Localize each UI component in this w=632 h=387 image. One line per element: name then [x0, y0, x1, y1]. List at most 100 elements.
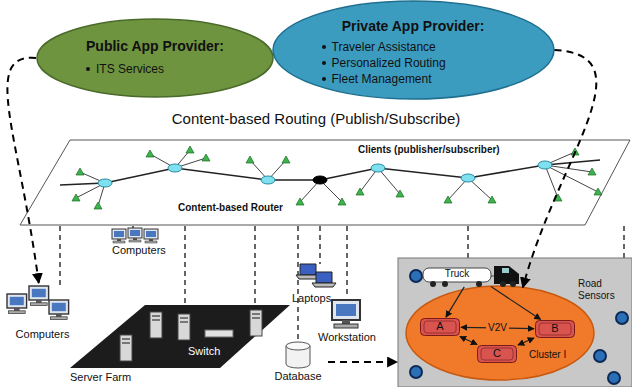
router-node [313, 176, 327, 184]
text-holder: C [477, 347, 517, 360]
routing-plane-outline [0, 110, 632, 230]
vehicle-area: Road SensorsCluster I A B C Truck [398, 258, 632, 387]
client-triangle [146, 150, 154, 157]
node-label: Private App Provider: [272, 18, 555, 35]
truck: Truck [423, 262, 521, 286]
node-text: Content-based Router [176, 202, 285, 214]
area-box [398, 258, 632, 387]
router-node [168, 164, 182, 172]
text-holder: Workstation [318, 331, 376, 344]
provider-ellipse-outline [36, 18, 274, 98]
monitor [49, 300, 69, 320]
car-box: B [535, 320, 575, 338]
text-holder: A [420, 320, 460, 333]
text-holder: ITS Services [86, 62, 164, 76]
client-triangle [488, 196, 496, 203]
bullet-item: Fleet Management [332, 72, 432, 86]
client-triangle [202, 154, 210, 161]
node-label: B [535, 322, 575, 335]
client-triangle [282, 156, 290, 163]
bullet-dot [86, 67, 90, 71]
node-label: Truck [423, 268, 491, 280]
text-holder: Computers [112, 244, 166, 257]
node-label: Cluster I [529, 349, 566, 361]
switch-device [205, 330, 233, 337]
device-label: Computers [112, 244, 166, 257]
truck-hitch [491, 276, 494, 277]
road-sensor [594, 350, 606, 362]
router-node [98, 179, 112, 187]
client-triangle [94, 202, 102, 209]
road-sensor [410, 270, 422, 282]
plane-outline [20, 140, 630, 225]
text-holder: Cluster I [529, 349, 566, 361]
text-holder: B [535, 322, 575, 335]
database-top [286, 342, 310, 350]
client-triangle [76, 168, 84, 175]
road-sensor [616, 312, 628, 324]
provider-ellipse: Private App Provider: Traveler Assistance… [272, 0, 555, 100]
text-holder: Content-based Routing (Publish/Subscribe… [0, 110, 632, 128]
client-triangle [296, 198, 304, 205]
truck-wheel [442, 281, 448, 287]
router-node [461, 174, 475, 182]
text-holder: Personalized Routing [322, 56, 446, 70]
monitor [7, 294, 27, 314]
truck-wheel [476, 281, 482, 287]
bullet-dot [322, 45, 326, 49]
workstation [332, 300, 360, 328]
client-link [545, 165, 598, 192]
laptop [312, 272, 336, 287]
device-label: Workstation [318, 331, 376, 344]
text-holder: Clients (publisher/subscriber) [356, 144, 502, 156]
router-link [60, 160, 600, 185]
car-body [536, 321, 575, 338]
monitor [112, 229, 126, 243]
truck-window [502, 268, 509, 273]
bullet-dot [322, 61, 326, 65]
client-triangle [588, 168, 596, 175]
road-sensor [608, 372, 620, 384]
truck-cab [494, 266, 519, 284]
client-triangle [444, 196, 452, 203]
monitor [144, 229, 158, 243]
text-holder: Fleet Management [322, 72, 432, 86]
truck-wheel [510, 281, 516, 287]
text-holder: Computers [5, 328, 80, 341]
client-triangle [186, 146, 194, 153]
ellipse-shape [406, 286, 594, 380]
server-tower [178, 314, 190, 340]
device-label: Switch [188, 345, 220, 358]
car-box: C [477, 345, 517, 363]
text-holder: Truck [423, 268, 491, 280]
node-label: Road Sensors [578, 278, 624, 302]
car-body [478, 346, 517, 363]
database-node: Database [268, 340, 328, 384]
text-holder: Traveler Assistance [322, 40, 436, 54]
server-platform [70, 305, 290, 368]
ellipse-shape [273, 1, 554, 99]
truck-outline [423, 262, 521, 286]
client-triangle [554, 194, 562, 201]
bullet-dot [322, 77, 326, 81]
node-label: Computers [5, 328, 80, 341]
text-holder: Content-based Router [176, 202, 285, 214]
routing-plane: Content-based Routing (Publish/Subscribe… [0, 110, 632, 230]
car-box: A [420, 318, 460, 336]
text-holder: Public App Provider: [36, 38, 274, 55]
road-sensor [410, 366, 422, 378]
bullet-item: Personalized Routing [332, 56, 446, 70]
node-label: Public App Provider: [36, 38, 274, 55]
dashed-arrow [7, 58, 38, 283]
edge-label: V2V [486, 322, 509, 334]
device-label: Laptops [292, 292, 331, 305]
router-node [261, 176, 275, 184]
monitor [29, 286, 49, 306]
router-node [371, 164, 385, 172]
text-holder: Database [268, 370, 328, 383]
device-label: Server Farm [70, 371, 131, 384]
car-body [421, 319, 460, 336]
truck-tank [423, 268, 491, 282]
text-holder: Laptops [292, 292, 331, 305]
